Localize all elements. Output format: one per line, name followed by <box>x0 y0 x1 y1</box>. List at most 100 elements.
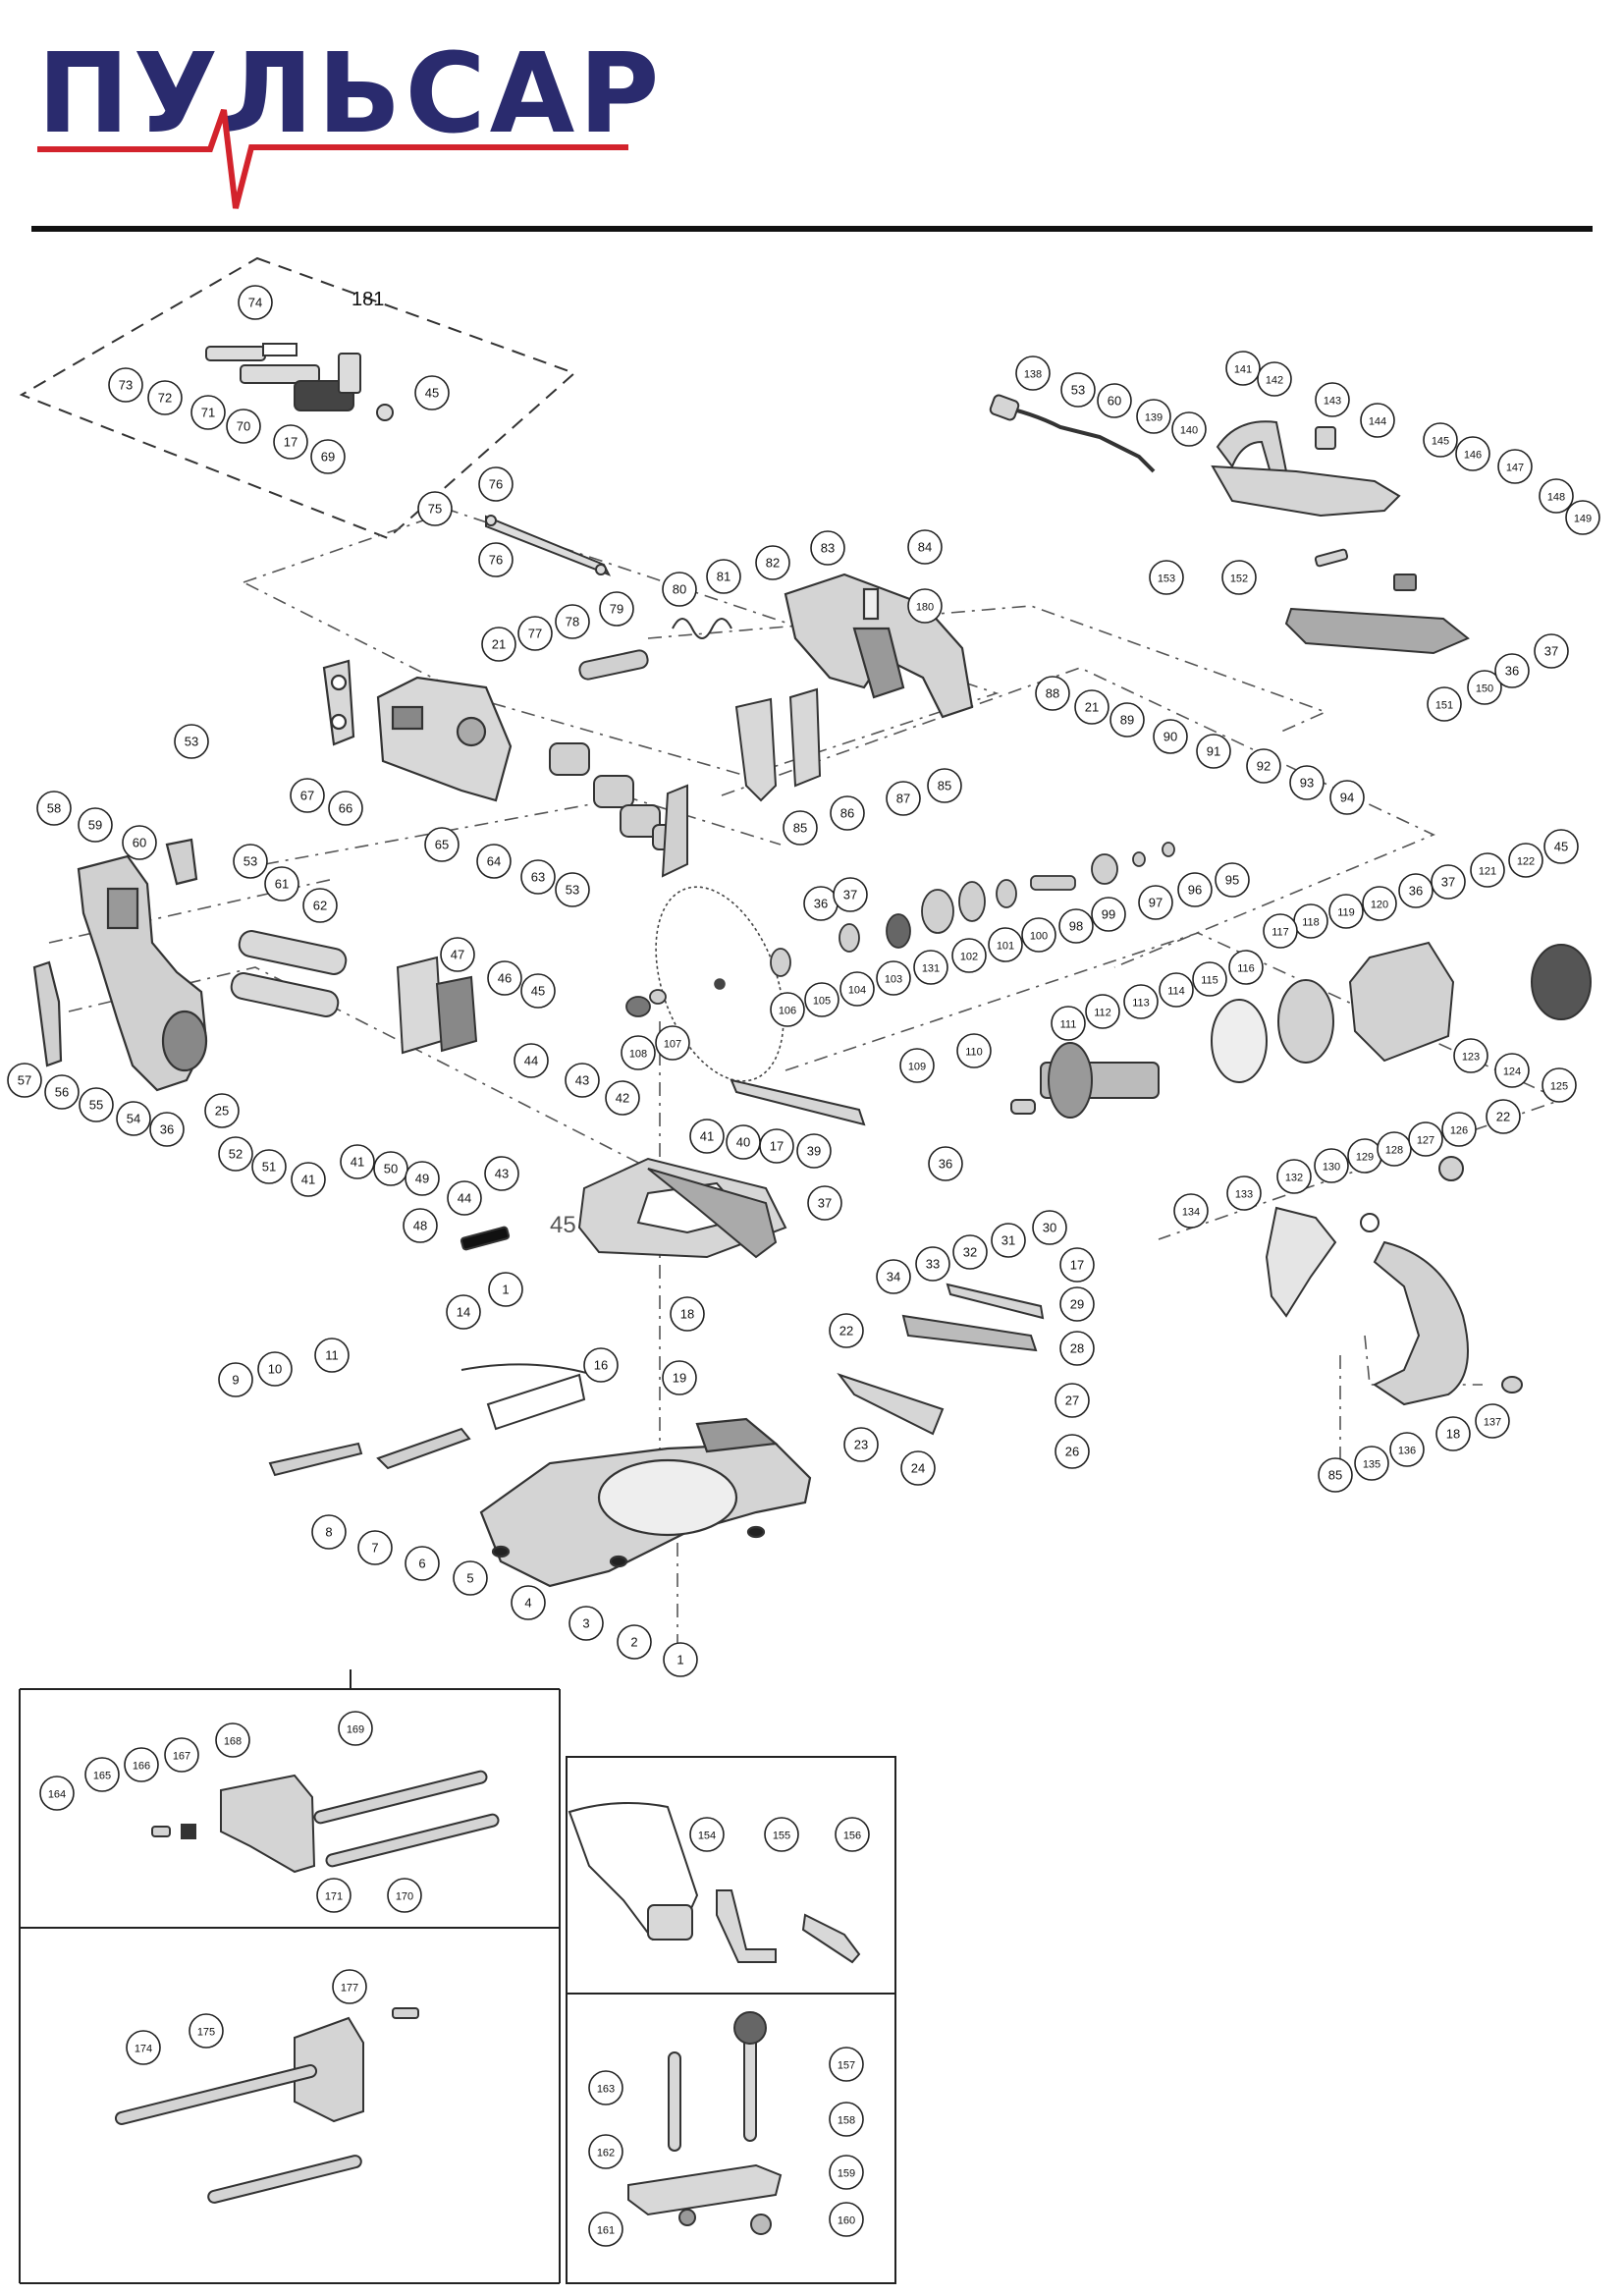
part-callout-number: 155 <box>773 1831 790 1842</box>
part-callout-number: 6 <box>418 1557 425 1571</box>
part-callout-number: 132 <box>1285 1173 1303 1184</box>
part-callout-7: 7 <box>357 1530 393 1565</box>
part-callout-number: 77 <box>528 627 542 641</box>
part-callout-number: 104 <box>848 985 866 997</box>
part-callout-number: 48 <box>413 1219 427 1233</box>
part-callout-119: 119 <box>1328 894 1364 929</box>
part-callout-123: 123 <box>1453 1038 1488 1073</box>
part-callout-number: 53 <box>243 854 257 869</box>
part-callout-number: 89 <box>1120 713 1134 728</box>
part-callout-number: 36 <box>1505 664 1519 679</box>
part-callout-45: 45 <box>414 375 450 410</box>
part-callout-25: 25 <box>204 1093 240 1128</box>
part-callout-22: 22 <box>829 1313 864 1348</box>
part-callout-56: 56 <box>44 1074 80 1110</box>
part-callout-70: 70 <box>226 409 261 444</box>
part-extension-supports <box>114 1770 500 2204</box>
part-callout-106: 106 <box>770 992 805 1027</box>
part-callout-55: 55 <box>79 1087 114 1122</box>
part-callout-144: 144 <box>1360 403 1395 438</box>
part-callout-137: 137 <box>1475 1403 1510 1439</box>
part-callout-3: 3 <box>568 1606 604 1641</box>
part-callout-21: 21 <box>481 627 516 662</box>
part-callout-number: 81 <box>717 570 730 584</box>
part-callout-29: 29 <box>1059 1286 1095 1322</box>
part-callout-number: 92 <box>1257 759 1271 774</box>
part-callout-number: 67 <box>300 789 314 803</box>
part-callout-108: 108 <box>621 1035 656 1070</box>
part-callout-85: 85 <box>1318 1457 1353 1493</box>
part-callout-number: 117 <box>1271 927 1289 939</box>
part-callout-number: 52 <box>229 1147 243 1162</box>
part-turntable-rails <box>577 1078 1045 1436</box>
part-callout-59: 59 <box>78 807 113 843</box>
part-callout-98: 98 <box>1058 908 1094 944</box>
part-callout-151: 151 <box>1427 686 1462 722</box>
part-callout-number: 88 <box>1046 686 1059 701</box>
part-callout-158: 158 <box>829 2102 864 2137</box>
part-callout-37: 37 <box>833 877 868 912</box>
part-callout-41: 41 <box>291 1162 326 1197</box>
part-callout-42: 42 <box>605 1080 640 1116</box>
part-callout-number: 91 <box>1207 744 1220 759</box>
part-callout-number: 74 <box>248 296 262 310</box>
part-callout-number: 115 <box>1201 975 1218 987</box>
part-callout-number: 29 <box>1070 1297 1084 1312</box>
part-callout-number: 85 <box>793 821 807 836</box>
part-callout-number: 76 <box>489 553 503 568</box>
part-callout-number: 73 <box>119 378 133 393</box>
part-callout-76: 76 <box>478 466 514 502</box>
part-callout-number: 116 <box>1237 963 1255 975</box>
part-callout-97: 97 <box>1138 885 1173 920</box>
part-callout-number: 46 <box>498 971 512 986</box>
part-callout-number: 65 <box>435 838 449 852</box>
part-callout-number: 169 <box>347 1724 364 1736</box>
part-callout-27: 27 <box>1055 1383 1090 1418</box>
part-callout-number: 122 <box>1517 856 1535 868</box>
part-callout-175: 175 <box>189 2013 224 2049</box>
part-callout-37: 37 <box>1431 864 1466 900</box>
part-callout-99: 99 <box>1091 897 1126 932</box>
part-callout-28: 28 <box>1059 1331 1095 1366</box>
part-callout-number: 140 <box>1180 425 1198 437</box>
part-callout-number: 22 <box>1496 1110 1510 1124</box>
part-callout-60: 60 <box>1097 383 1132 418</box>
part-callout-1: 1 <box>488 1272 523 1307</box>
part-callout-number: 7 <box>371 1541 378 1556</box>
part-callout-110: 110 <box>956 1033 992 1068</box>
part-callout-number: 103 <box>885 974 902 986</box>
part-callout-number: 30 <box>1043 1221 1056 1235</box>
part-callout-number: 64 <box>487 854 501 869</box>
part-callout-50: 50 <box>373 1151 408 1186</box>
part-callout-number: 143 <box>1324 396 1341 408</box>
part-callout-135: 135 <box>1354 1446 1389 1481</box>
part-callout-168: 168 <box>215 1722 250 1758</box>
part-callout-129: 129 <box>1347 1138 1382 1174</box>
part-callout-number: 127 <box>1417 1135 1434 1147</box>
part-callout-133: 133 <box>1226 1175 1262 1211</box>
part-callout-116: 116 <box>1228 950 1264 985</box>
part-callout-number: 136 <box>1398 1446 1416 1457</box>
part-callout-number: 37 <box>1441 875 1455 890</box>
part-callout-number: 44 <box>524 1054 538 1068</box>
part-callout-number: 98 <box>1069 919 1083 934</box>
part-callout-number: 36 <box>814 897 828 911</box>
part-callout-number: 36 <box>1409 884 1423 899</box>
part-callout-number: 124 <box>1503 1066 1521 1078</box>
part-callout-51: 51 <box>251 1149 287 1184</box>
part-callout-number: 90 <box>1163 730 1177 744</box>
part-callout-number: 86 <box>840 806 854 821</box>
part-callout-93: 93 <box>1289 765 1325 800</box>
part-callout-134: 134 <box>1173 1193 1209 1229</box>
part-callout-number: 163 <box>597 2084 615 2096</box>
part-callout-165: 165 <box>84 1757 120 1792</box>
part-callout-number: 78 <box>566 615 579 629</box>
part-callout-number: 135 <box>1363 1459 1380 1471</box>
part-callout-63: 63 <box>520 859 556 895</box>
part-callout-52: 52 <box>218 1136 253 1172</box>
part-callout-number: 113 <box>1132 998 1150 1010</box>
part-callout-number: 3 <box>582 1616 589 1631</box>
part-callout-94: 94 <box>1329 780 1365 815</box>
part-callout-156: 156 <box>835 1817 870 1852</box>
